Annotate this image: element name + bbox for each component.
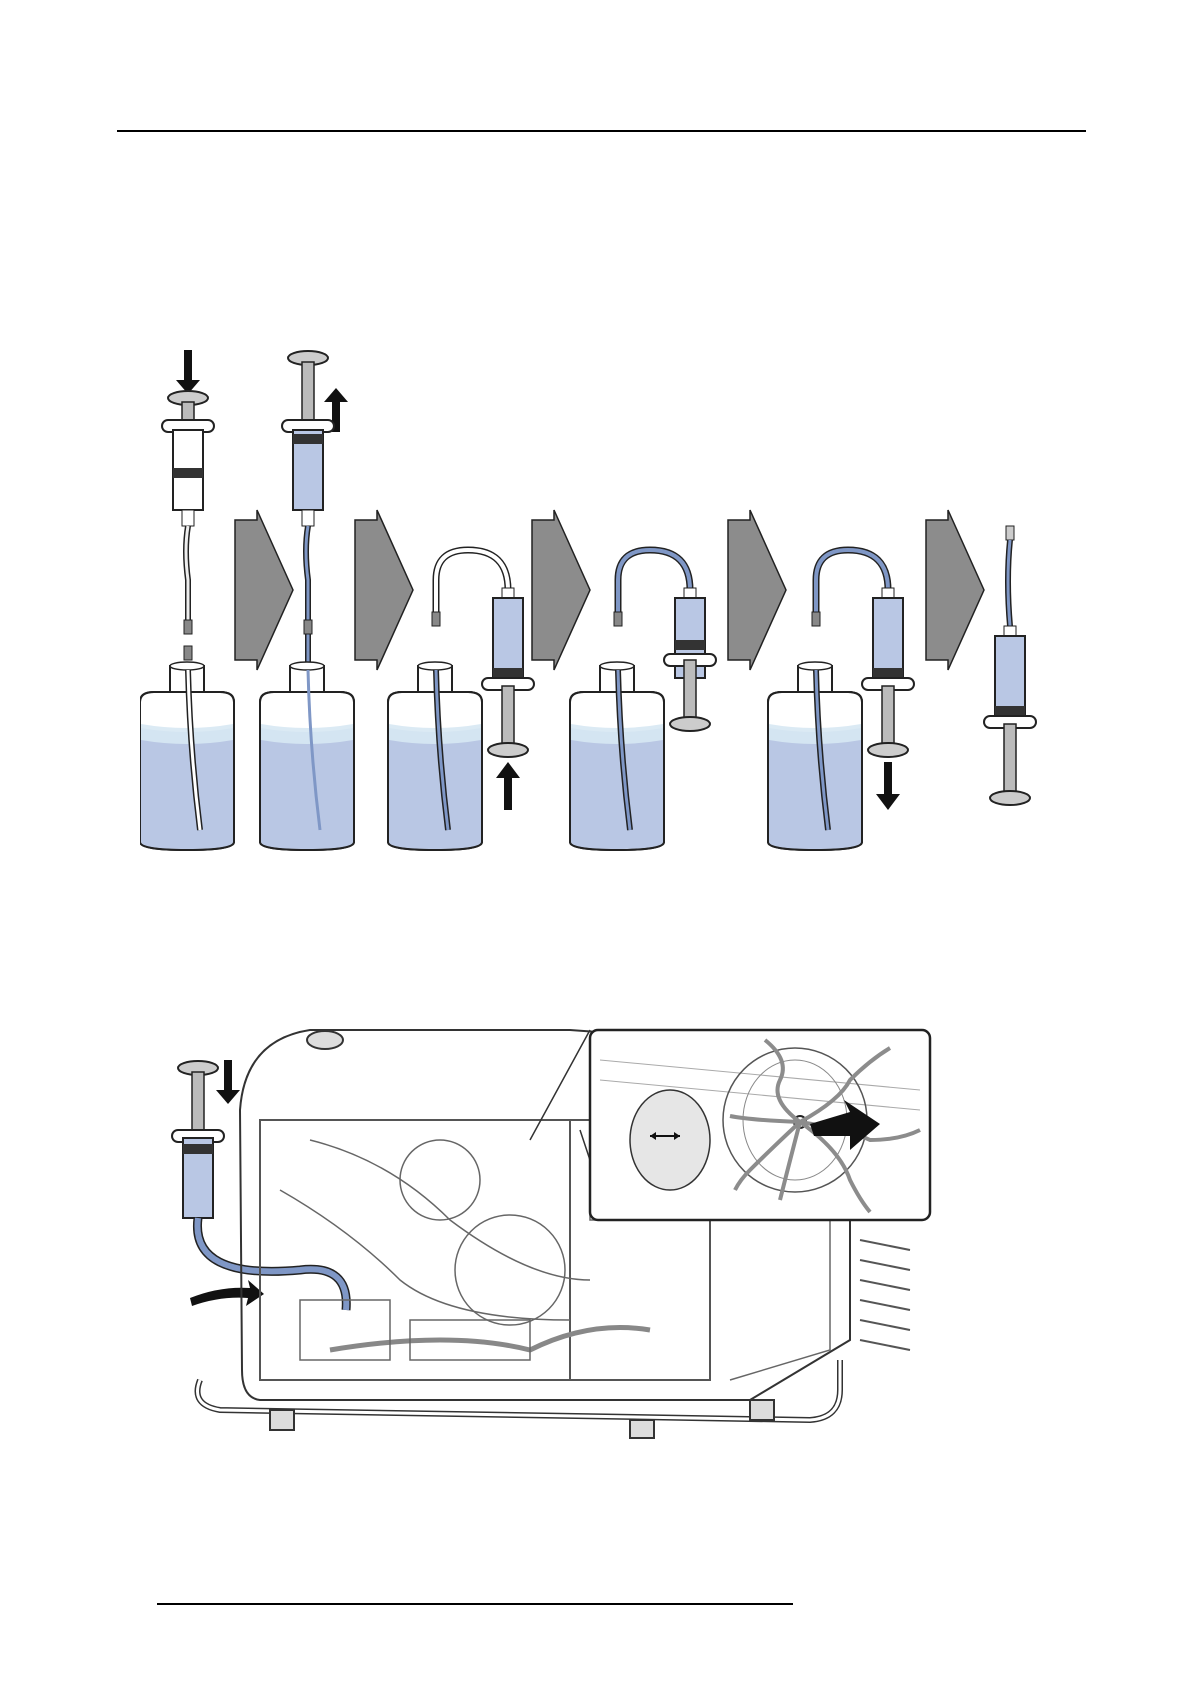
chevron-step-icon	[355, 510, 413, 670]
step-6-syringe-ready	[984, 526, 1036, 805]
chevron-step-icon	[728, 510, 786, 670]
down-arrow-icon	[876, 762, 900, 810]
chevron-step-icon	[926, 510, 984, 670]
curved-arrow-icon	[190, 1280, 264, 1306]
step-5-syringe-pull	[768, 550, 914, 850]
step-4-syringe-filled	[570, 550, 716, 850]
step-1-syringe-empty	[140, 350, 234, 850]
footer-rule	[157, 1603, 793, 1605]
projector-injection-figure	[150, 1020, 970, 1470]
projector-vents	[860, 1240, 910, 1350]
chevron-step-icon	[235, 510, 293, 670]
up-arrow-icon	[496, 762, 520, 810]
inset-detail	[590, 1030, 930, 1220]
down-arrow-icon	[216, 1060, 240, 1104]
header-rule	[117, 130, 1086, 132]
syringe-priming-figure	[140, 350, 1090, 870]
down-arrow-icon	[176, 350, 200, 394]
chevron-step-icon	[532, 510, 590, 670]
